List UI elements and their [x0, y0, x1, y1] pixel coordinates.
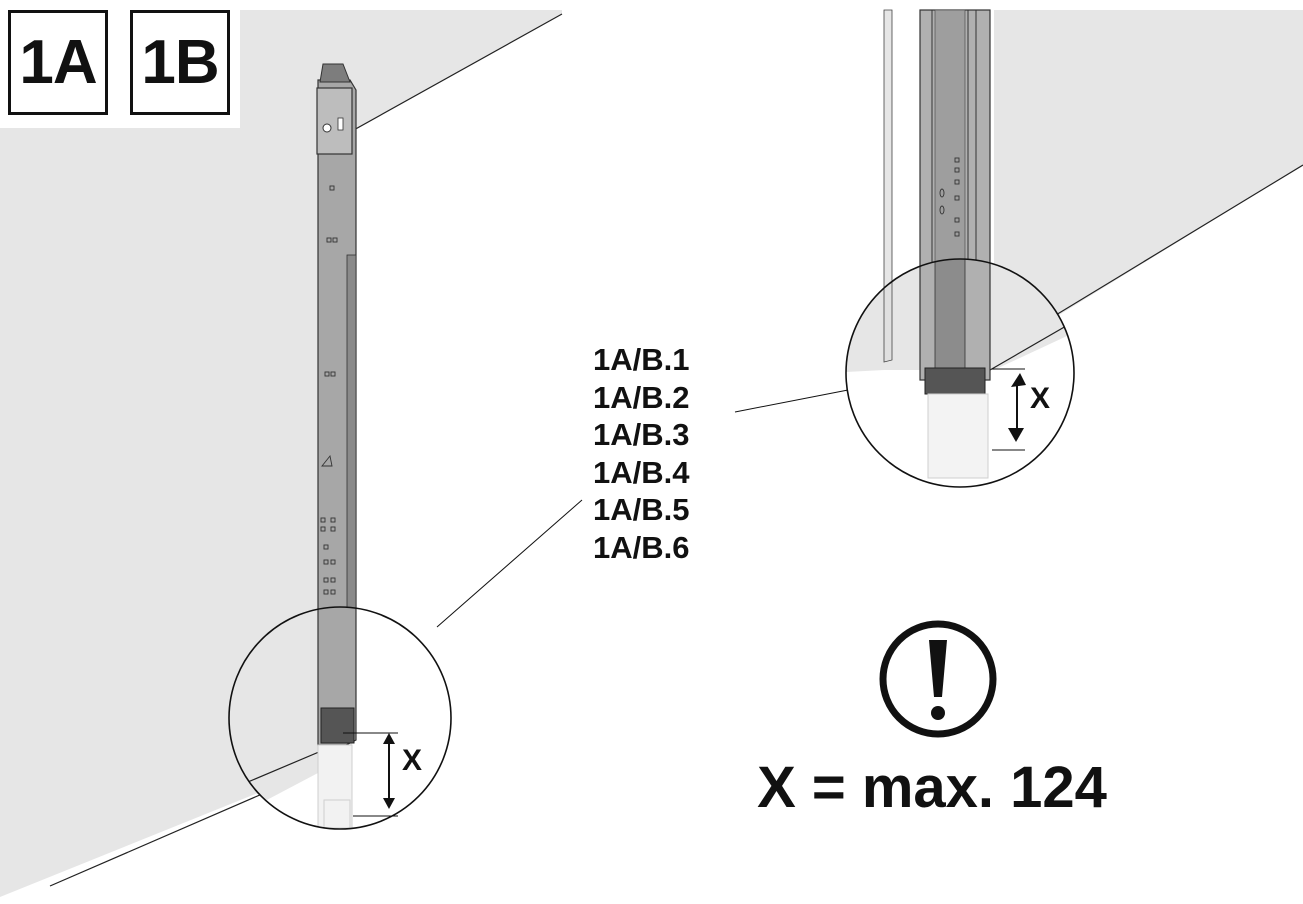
right-detail-magnifier: X — [845, 258, 1075, 488]
exclamation-circle-icon — [879, 620, 997, 738]
step-reference: 1A/B.4 — [593, 454, 690, 490]
step-badge-1b: 1B — [130, 10, 230, 115]
cabinet-wall-right — [994, 10, 1303, 355]
cabinet-side-panel — [0, 10, 562, 897]
dimension-label-right: X — [1030, 382, 1050, 415]
step-reference: 1A/B.5 — [593, 492, 690, 527]
step-reference: 1A/B.6 — [593, 529, 690, 565]
step-reference: 1A/B.3 — [593, 417, 690, 452]
step-badge-1a: 1A — [8, 10, 108, 115]
dimension-label-left: X — [402, 744, 422, 777]
step-reference: 1A/B.2 — [593, 379, 690, 415]
left-detail-magnifier: X — [228, 606, 452, 830]
leader-line-left — [436, 499, 583, 628]
step-reference-list: 1A/B.1 1A/B.2 1A/B.3 1A/B.4 1A/B.5 1A/B.… — [593, 341, 689, 566]
step-reference: 1A/B.1 — [593, 342, 690, 377]
leader-line-right — [734, 389, 849, 413]
cabinet-edge-line — [351, 13, 563, 132]
max-dimension-formula: X = max. 124 — [757, 755, 1107, 820]
